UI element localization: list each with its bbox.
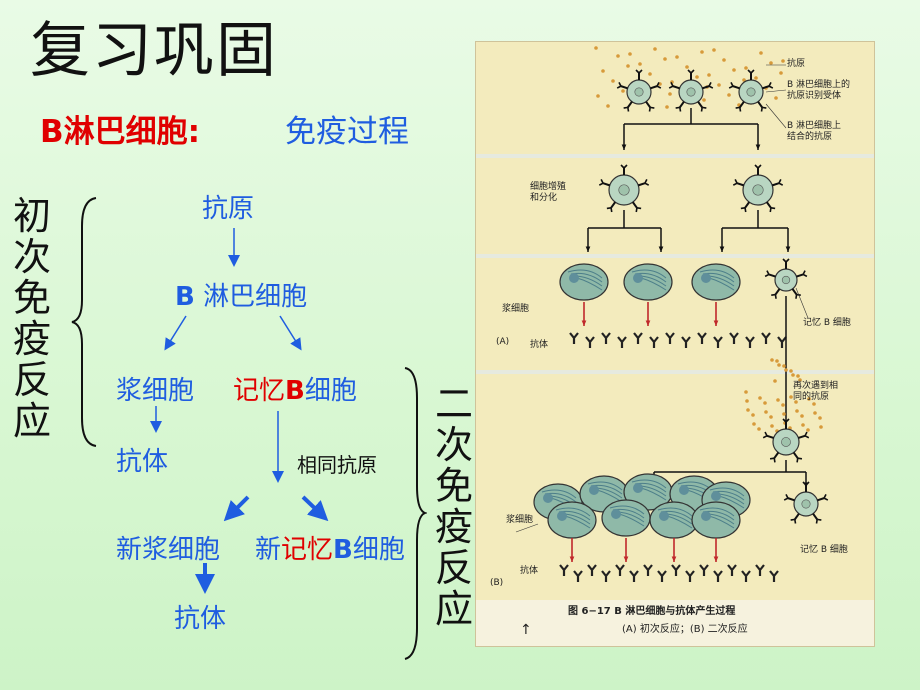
figure-caption-sub: (A) 初次反应；(B) 二次反应: [622, 624, 748, 635]
figure-panel-3: [476, 258, 874, 370]
figure-caption-panel: [476, 600, 874, 646]
label-proliferate: 细胞增殖 和分化: [530, 182, 567, 203]
figure-panel-1: [476, 42, 874, 154]
label-reencounter: 再次遇到相 同的抗原: [793, 381, 839, 402]
arrow-to-new-memory: [301, 495, 329, 522]
plasma-cell-a2: [623, 263, 673, 301]
new-b-letter: B: [333, 535, 353, 565]
new-word: 新: [255, 535, 282, 565]
antigen-node: 抗原: [202, 194, 255, 224]
textbook-figure: 抗原 B 淋巴细胞上的 抗原识别受体 B 淋巴细胞上 结合的抗原 细胞增殖 和分…: [475, 41, 875, 647]
new-cell-word: 细胞: [352, 535, 405, 565]
antibody-final-node: 抗体: [174, 604, 227, 634]
figure-drawing: [515, 46, 829, 582]
label-bound-antigen: B 淋巴细胞上 结合的抗原: [787, 121, 842, 142]
antibody-node: 抗体: [116, 447, 169, 477]
same-antigen-label: 相同抗原: [297, 453, 377, 477]
subtitle-process: 免疫过程: [285, 114, 409, 150]
plasma-cell-b9: [691, 501, 741, 539]
flow-arrows: [150, 228, 329, 594]
figure-panel-2: [476, 158, 874, 254]
antigen-dots-top: [594, 46, 598, 50]
secondary-brace: [404, 367, 427, 660]
label-memory-a: 记忆 B 细胞: [803, 318, 851, 328]
label-antibody-a: 抗体: [530, 340, 549, 350]
cursor-arrow-icon: ↑: [520, 622, 532, 638]
plasma-cell-a1: [559, 263, 609, 301]
arrow-b-to-plasma: [164, 315, 187, 351]
memory-b-letter: B: [285, 376, 305, 406]
secondary-response-label: 二次免疫反应: [434, 382, 473, 631]
plasma-cell-node: 浆细胞: [116, 376, 195, 406]
antigen-dots-bottom: [744, 390, 748, 394]
label-antigen: 抗原: [787, 59, 806, 69]
plasma-cell-a3: [691, 263, 741, 301]
memory-cell-word: 细胞: [304, 376, 357, 406]
new-memory-b-cell-node: 新记忆B细胞: [255, 529, 405, 566]
memory-word: 记忆: [233, 376, 286, 406]
plasma-cell-b8: [649, 501, 699, 539]
new-plasma-cell-node: 新浆细胞: [116, 535, 221, 565]
primary-response-label: 初次免疫反应: [12, 194, 51, 443]
b-letter: B: [175, 282, 195, 312]
b-lymphocyte-node: B 淋巴细胞: [175, 276, 307, 313]
b-lymphocyte-text: 淋巴细胞: [194, 282, 308, 312]
label-memory-b: 记忆 B 细胞: [800, 545, 848, 555]
label-antibody-b: 抗体: [520, 566, 539, 576]
subtitle-b-cell: B淋巴细胞:: [40, 114, 201, 150]
label-plasma-a: 浆细胞: [502, 304, 530, 314]
memory-b-cell-node: 记忆B细胞: [233, 370, 357, 407]
label-receptor: B 淋巴细胞上的 抗原识别受体: [787, 80, 851, 101]
arrow-to-new-plasma: [223, 495, 250, 522]
label-panel-b: (B): [490, 578, 504, 588]
arrow-b-to-memory: [279, 315, 302, 351]
page-title: 复习巩固: [30, 16, 278, 86]
label-plasma-b: 浆细胞: [506, 515, 534, 525]
new-memory-word: 记忆: [281, 535, 334, 565]
figure-caption-title: 图 6−17 B 淋巴细胞与抗体产生过程: [568, 606, 736, 617]
primary-brace: [71, 197, 97, 447]
plasma-cell-b6: [547, 501, 597, 539]
plasma-cell-b7: [601, 499, 651, 537]
label-panel-a: (A): [496, 337, 510, 347]
